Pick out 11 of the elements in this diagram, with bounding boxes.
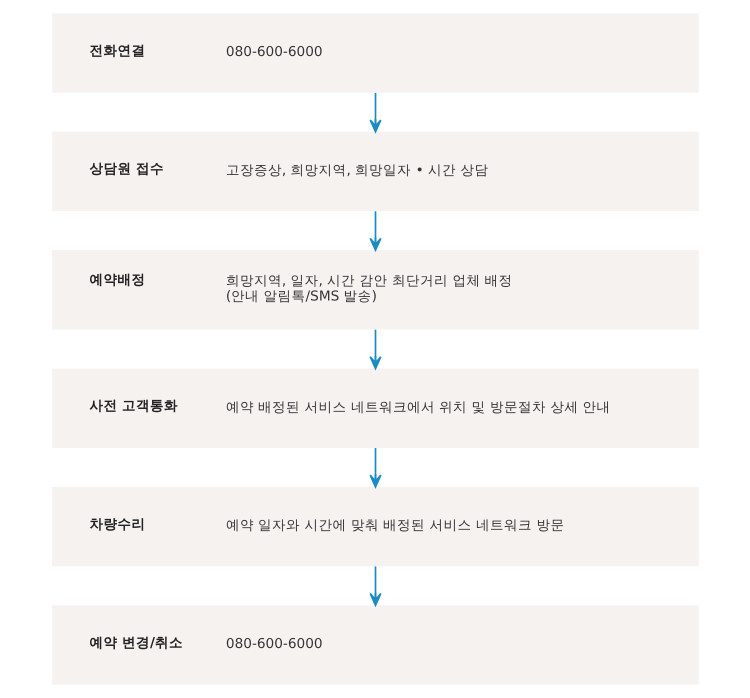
- arrow: [368, 330, 382, 370]
- arrow: [368, 211, 382, 251]
- arrow: [368, 448, 382, 488]
- node-box: 전화연결 080-600-6000: [52, 13, 698, 93]
- node-box: 상담원 접수 고장증상, 희망지역, 희망일자 • 시간 상담: [52, 132, 698, 212]
- node-box: 예약 변경/취소 080-600-6000: [52, 605, 698, 685]
- arrow: [368, 92, 382, 133]
- node-box: 사전 고객통화 예약 배정된 서비스 네트워크에서 위치 및 방문절차 상세 안내: [52, 368, 698, 448]
- node-box: 예약배정 희망지역, 일자, 시간 감안 최단거리 업체 배정 (안내 알림톡/SMS 발송): [52, 250, 698, 330]
- node-box: 차량수리 예약 일자와 시간에 맞춰 배정된 서비스 네트워크 방문: [52, 486, 698, 566]
- arrow: [368, 566, 382, 606]
